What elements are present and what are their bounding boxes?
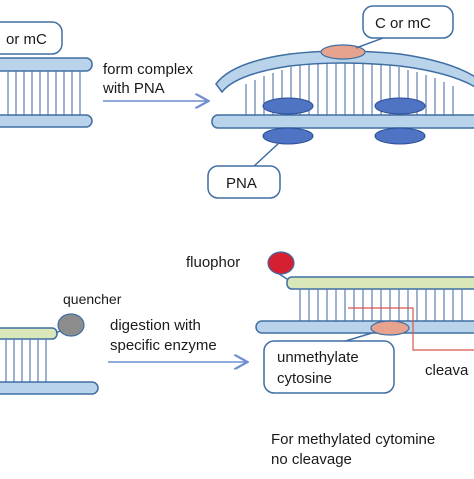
cleavage-cut-line [348, 307, 474, 351]
quencher-label: quencher [63, 291, 122, 307]
top-right-complex [211, 44, 474, 145]
unmethylated-cytosine-site [370, 320, 410, 336]
bottom-left-green-strand [0, 327, 58, 340]
pna-clamp-left-top [262, 97, 314, 115]
c-or-mc-label-box: C or mC [355, 5, 454, 49]
pna-label-box: PNA [207, 141, 281, 199]
fluophor-label: fluophor [186, 254, 240, 271]
unmethylate-label-line2: cytosine [277, 370, 332, 387]
bottom-left-lower-strand [0, 381, 99, 395]
digestion-label-line1: digestion with [110, 317, 201, 334]
top-left-dsdna [0, 57, 93, 128]
bottom-left-probe [0, 313, 99, 395]
bottom-right-green-strand [286, 276, 474, 290]
bottom-right-rungs [299, 289, 463, 322]
unmethylate-cytosine-label-box: unmethylate cytosine [263, 332, 395, 394]
methylated-note-line2: no cleavage [271, 451, 352, 468]
pna-clamp-left-bottom [262, 127, 314, 145]
top-left-label-box: or mC [0, 21, 63, 55]
bottom-right-lower-strand [255, 320, 474, 334]
bottom-left-rungs [5, 339, 47, 382]
top-left-rungs [7, 71, 81, 115]
digestion-label-line2: specific enzyme [110, 337, 217, 354]
top-left-label: or mC [6, 31, 47, 48]
unmethylate-label-line1: unmethylate [277, 349, 359, 366]
cleavage-label: cleava [425, 362, 469, 379]
c-or-mc-site [320, 44, 366, 60]
fluophor-marker [267, 251, 295, 275]
quencher-marker [57, 313, 85, 337]
pna-clamp-right-bottom [374, 127, 426, 145]
top-left-upper-strand [0, 57, 93, 72]
form-complex-label-line2: with PNA [102, 80, 165, 97]
bottom-right-complex [255, 251, 474, 351]
c-or-mc-label: C or mC [375, 15, 431, 32]
form-complex-label-line1: form complex [103, 61, 194, 78]
top-left-lower-strand [0, 114, 93, 128]
top-right-lower-strand [211, 114, 474, 129]
pna-label: PNA [226, 175, 257, 192]
pna-clamp-right-top [374, 97, 426, 115]
top-right-arched-strand [215, 50, 474, 94]
methylated-note-line1: For methylated cytomine [271, 431, 435, 448]
